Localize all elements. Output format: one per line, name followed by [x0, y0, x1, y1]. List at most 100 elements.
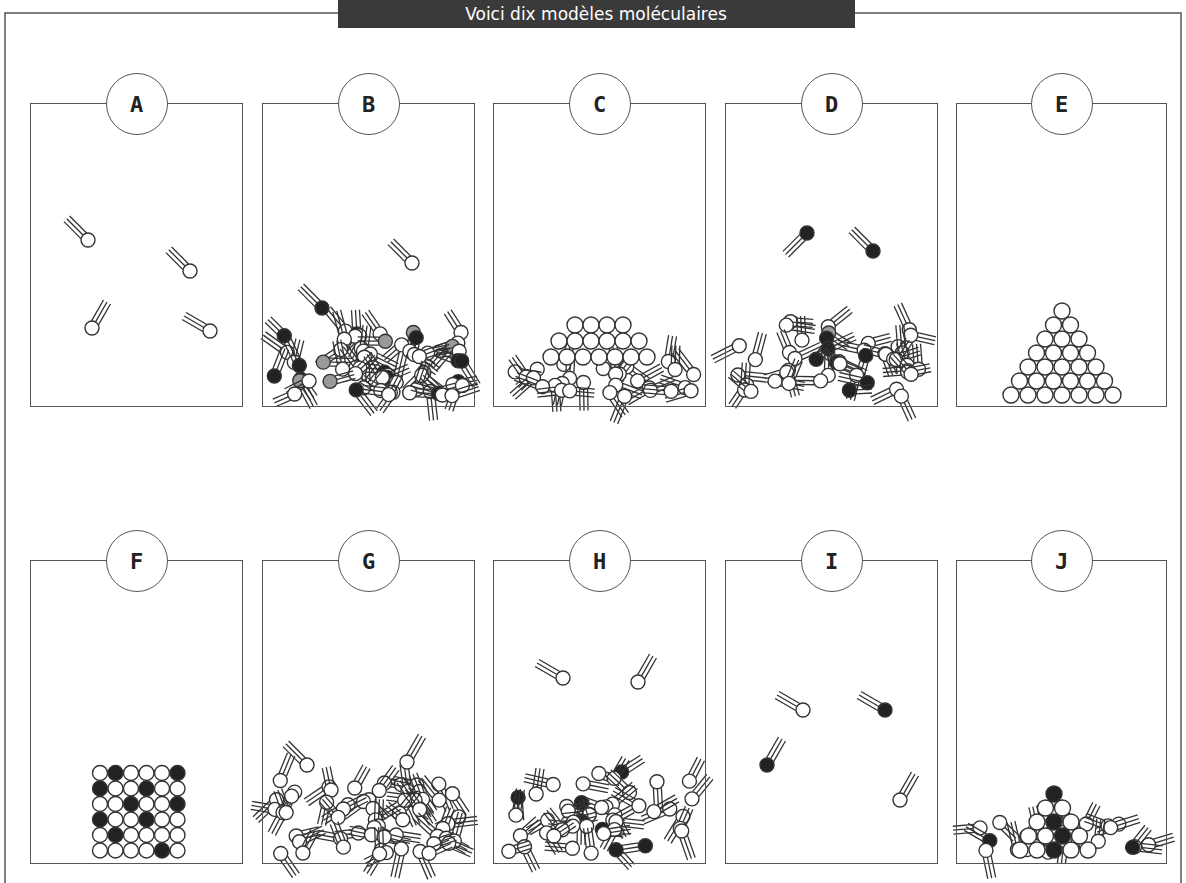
molecule-tail [589, 785, 609, 789]
molecule-head [591, 349, 607, 365]
molecule [893, 772, 918, 807]
molecule [782, 358, 802, 390]
molecule-tail [713, 348, 734, 359]
molecule-tail [855, 227, 872, 244]
molecule-tail [686, 810, 692, 825]
molecule-tail [419, 859, 428, 880]
molecule-tail [861, 692, 882, 704]
molecule-tail [1015, 821, 1020, 843]
molecule-tail [98, 304, 110, 325]
molecule-tail [1133, 825, 1145, 840]
model-box: F [30, 560, 243, 864]
molecule-head [1029, 373, 1045, 389]
molecule-head [81, 233, 95, 247]
molecule-head [1037, 331, 1053, 347]
box-letter: I [825, 549, 838, 574]
molecule-tail [983, 857, 988, 879]
molecule-tail [642, 393, 665, 395]
molecule [894, 389, 915, 421]
molecule-tail [966, 827, 984, 838]
molecule-head [1054, 387, 1070, 403]
molecule [953, 821, 987, 835]
molecule-head [1046, 786, 1062, 802]
molecule-tail [987, 856, 992, 878]
molecule-head [599, 317, 615, 333]
molecule [748, 332, 766, 367]
molecule-tail [696, 761, 705, 778]
molecule-tail [334, 823, 341, 842]
molecule [1104, 815, 1140, 835]
molecule-head [744, 384, 758, 398]
molecule [382, 372, 403, 401]
molecule-tail [364, 375, 378, 384]
molecule-head [1020, 387, 1036, 403]
molecule [273, 753, 295, 788]
molecule [391, 842, 408, 878]
molecule-head [139, 781, 154, 796]
molecule [857, 692, 892, 717]
box-letter: J [1055, 549, 1068, 574]
molecule-tail [1115, 815, 1137, 822]
molecule-tail [287, 339, 297, 360]
molecule-tail [684, 837, 692, 859]
molecule-tail [346, 344, 359, 361]
molecule-head [1063, 317, 1079, 333]
molecule-tail [350, 826, 367, 829]
molecule-head [155, 766, 170, 781]
molecule-tail [883, 371, 902, 372]
molecule-tail [391, 374, 399, 389]
molecule-tail [659, 798, 677, 808]
molecule-tail [679, 349, 693, 368]
molecule-tail [916, 340, 935, 344]
molecule-tail [620, 854, 632, 867]
molecule-head [1029, 814, 1045, 830]
molecule [842, 383, 872, 397]
molecule-head [403, 386, 417, 400]
molecule-tail [588, 828, 591, 847]
molecule-tail [378, 802, 396, 813]
molecule-tail [459, 390, 480, 397]
molecule-tail [362, 393, 384, 396]
molecule-tail [734, 371, 750, 384]
molecule-tail [382, 799, 384, 820]
molecule-head [893, 793, 907, 807]
molecule-tail [838, 340, 859, 345]
molecule-tail [448, 312, 458, 328]
molecule-head [795, 333, 809, 347]
molecule-tail [828, 349, 830, 370]
molecule-tail [456, 842, 474, 849]
molecule-tail [623, 851, 640, 854]
molecule-tail [358, 767, 367, 783]
molecule-head [615, 333, 631, 349]
molecule-tail [337, 341, 342, 364]
molecule-head [609, 843, 623, 857]
molecule-head [687, 368, 701, 382]
molecule-tail [692, 759, 701, 776]
molecule-tail [964, 830, 982, 841]
molecule-head [859, 349, 873, 363]
model-box: B [262, 103, 475, 407]
molecule-tail [386, 770, 399, 788]
molecule-tail [795, 362, 802, 380]
molecule-head [1054, 303, 1070, 319]
molecule-tail [424, 343, 446, 351]
molecule-tail [370, 352, 382, 370]
molecule [682, 757, 704, 788]
molecule-tail [451, 310, 461, 326]
molecule-tail [435, 843, 451, 850]
molecule [641, 802, 677, 824]
molecule-tail [644, 658, 656, 679]
box-letter: F [130, 549, 143, 574]
box-letter: D [825, 92, 838, 117]
molecule-tail [615, 788, 636, 800]
label-circle: J [1031, 530, 1093, 592]
molecule [547, 819, 576, 843]
molecule-head [108, 766, 123, 781]
molecule-head [323, 374, 337, 388]
molecule-head [1088, 359, 1104, 375]
molecule-head [412, 349, 426, 363]
molecule-tail [855, 384, 871, 386]
molecule-head [108, 843, 123, 858]
molecule [979, 843, 996, 878]
molecule-tail [322, 799, 334, 813]
